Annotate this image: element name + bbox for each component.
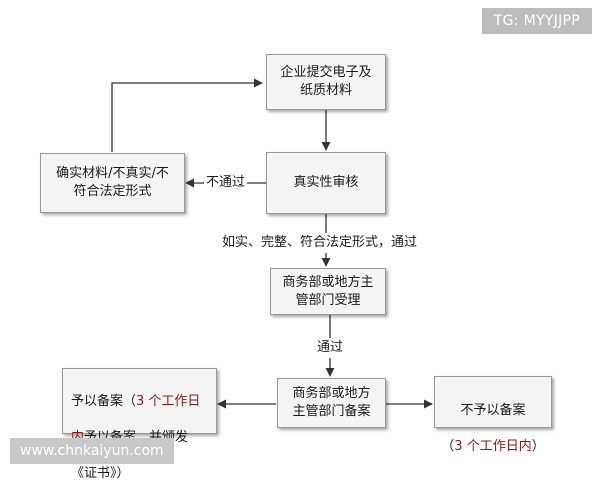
denied-line-1: 不予以备案 [460,403,526,418]
denied-box: 不予以备案 （3 个工作日内） [434,376,552,454]
pass-label: 通过 [315,338,346,358]
watermark-url: www.chnkaiyun.com [10,438,174,464]
filing-box: 商务部或地方 主管部门备案 [277,378,386,428]
conforms-pass-label: 如实、完整、符合法定形式，通过 [220,233,420,253]
arrow-rejected-to-submit [111,78,263,152]
acceptance-box: 商务部或地方主 管部门受理 [270,268,386,315]
not-pass-label: 不通过 [204,175,248,191]
approved-line-3: 《证书》） [71,466,130,481]
authenticity-review-box: 真实性审核 [266,152,386,214]
submit-materials-box: 企业提交电子及 纸质材料 [266,54,386,110]
approved-box: 予以备案（3 个工作日 内予以备案，并颁发 《证书》） [62,368,217,481]
approved-line-1: 予以备案（3 个工作日 [71,394,201,409]
watermark-tag: TG: MYYJJPP [481,8,592,34]
denied-line-2: （3 个工作日内） [441,439,545,454]
rejected-materials-box: 确实材料/不真实/不 符合法定形式 [40,153,185,213]
